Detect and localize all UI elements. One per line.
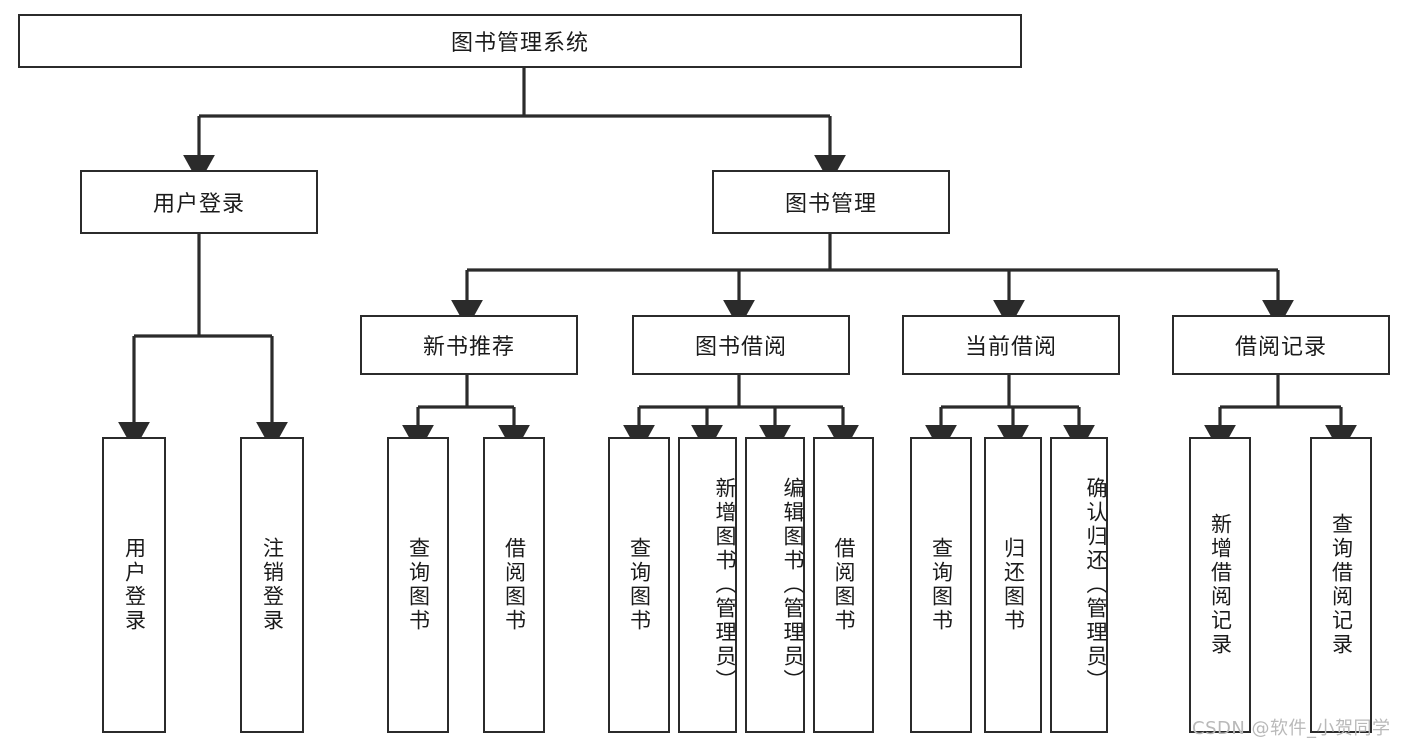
leaf-confirm-return-admin[interactable]: 确认归还（管理员） (1050, 437, 1108, 733)
leaf-borrow-book-recommend[interactable]: 借阅图书 (483, 437, 545, 733)
leaf-query-book-current[interactable]: 查询图书 (910, 437, 972, 733)
node-new-book-recommend[interactable]: 新书推荐 (360, 315, 578, 375)
leaf-logout[interactable]: 注销登录 (240, 437, 304, 733)
node-user-login[interactable]: 用户登录 (80, 170, 318, 234)
leaf-query-book-recommend[interactable]: 查询图书 (387, 437, 449, 733)
leaf-edit-book-admin[interactable]: 编辑图书（管理员） (745, 437, 805, 733)
leaf-add-book-admin[interactable]: 新增图书（管理员） (678, 437, 737, 733)
leaf-user-login[interactable]: 用户登录 (102, 437, 166, 733)
node-borrow-record[interactable]: 借阅记录 (1172, 315, 1390, 375)
node-current-borrow[interactable]: 当前借阅 (902, 315, 1120, 375)
leaf-query-borrow-record[interactable]: 查询借阅记录 (1310, 437, 1372, 733)
node-book-management[interactable]: 图书管理 (712, 170, 950, 234)
node-book-borrow[interactable]: 图书借阅 (632, 315, 850, 375)
leaf-add-borrow-record[interactable]: 新增借阅记录 (1189, 437, 1251, 733)
csdn-watermark: CSDN @软件_小贺同学 (1192, 718, 1391, 739)
leaf-borrow-book[interactable]: 借阅图书 (813, 437, 874, 733)
leaf-return-book[interactable]: 归还图书 (984, 437, 1042, 733)
leaf-query-book[interactable]: 查询图书 (608, 437, 670, 733)
node-root[interactable]: 图书管理系统 (18, 14, 1022, 68)
